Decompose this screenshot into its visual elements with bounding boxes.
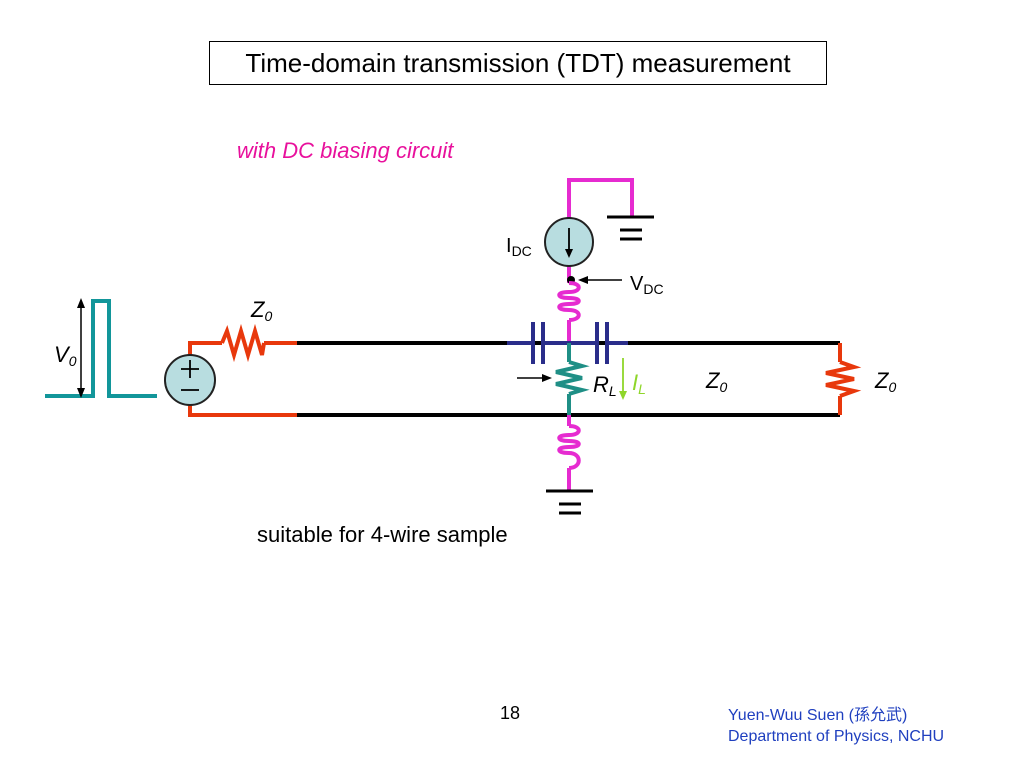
caption: suitable for 4-wire sample [257,522,508,547]
page-number: 18 [500,703,521,723]
termination-z0-label: Z0 [874,368,896,395]
author-name: Yuen-Wuu Suen (孫允武) [728,707,908,724]
v0-label: V0 [54,342,77,369]
source-z0-label: Z0 [250,297,272,324]
il-label: IL [632,370,646,397]
upper-inductor [557,281,581,322]
termination-resistor [825,343,862,415]
il-current-arrow [619,358,627,400]
page-title: Time-domain transmission (TDT) measureme… [209,41,827,85]
rl-label: RL [593,372,617,399]
lower-inductor [557,424,581,470]
vdc-arrow [578,276,622,284]
current-source-icon [544,217,594,267]
idc-label: IDC [506,235,532,259]
author-credit: Yuen-Wuu Suen (孫允武) Department of Physic… [728,705,944,747]
rl-pointer-arrow [517,374,552,382]
load-resistor-rl [555,343,590,415]
source-resistor [220,323,266,363]
top-ground-icon [607,215,654,241]
voltage-source-icon [164,354,216,406]
circuit-subtitle: with DC biasing circuit [237,138,454,163]
vdc-label: VDC [630,273,664,297]
author-department: Department of Physics, NCHU [728,728,945,745]
pulse-waveform [45,299,157,398]
coupling-capacitors [507,322,628,364]
bottom-ground-icon [546,489,593,515]
v0-amplitude-arrow [77,298,85,398]
line-z0-label: Z0 [705,368,727,395]
